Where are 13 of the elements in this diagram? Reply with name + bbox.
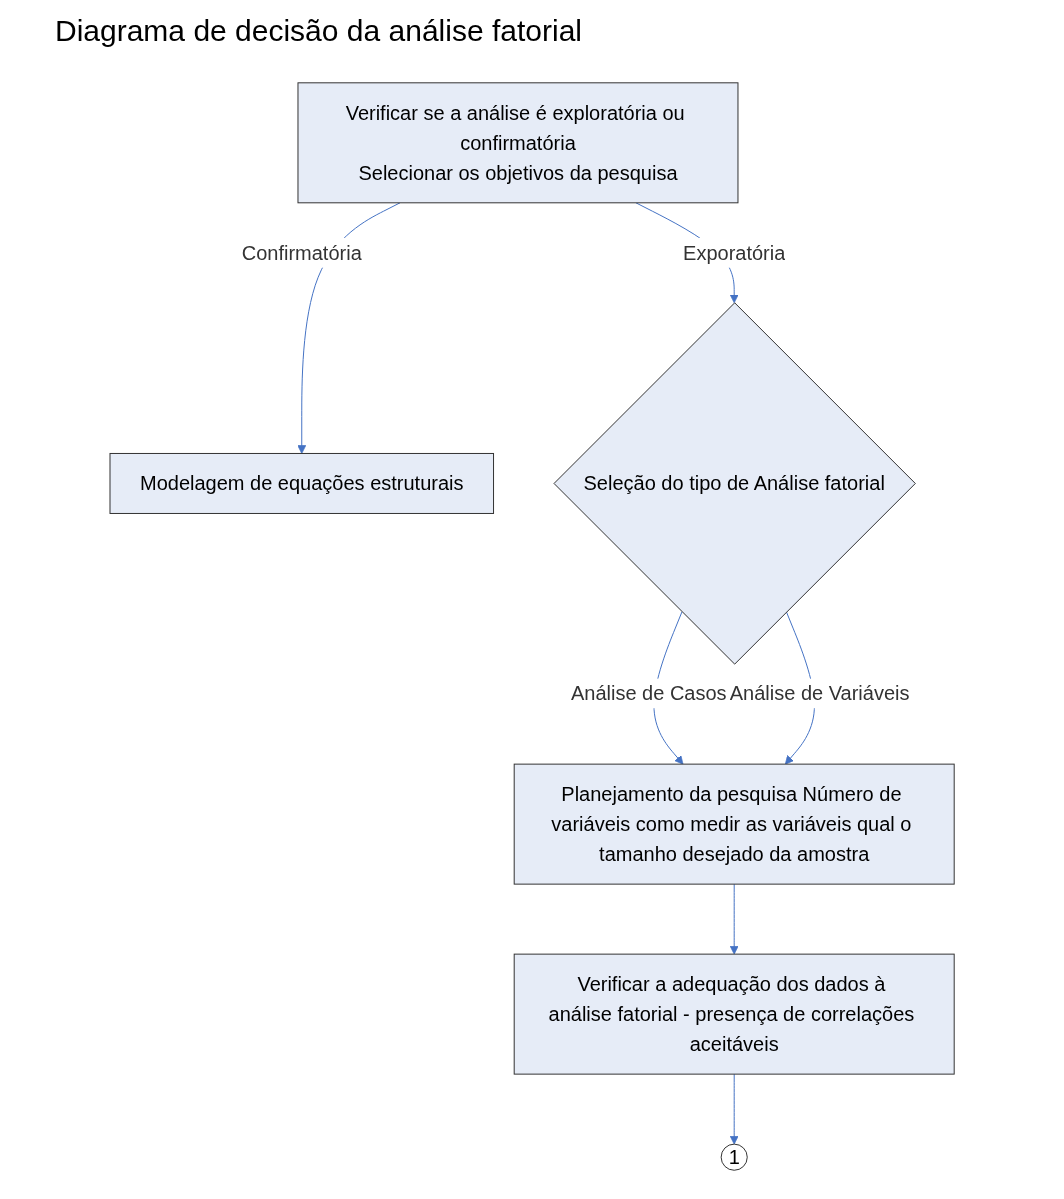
node-box: Verificar a adequação dos dados à análise fatorial - presença de correlações aceitáveis — [513, 953, 955, 1075]
edge-label: Exporatória — [682, 241, 786, 264]
edge-label: Análise de Casos — [570, 682, 727, 705]
diagram-title: Diagrama de decisão da análise fatorial — [55, 14, 582, 48]
arrow — [729, 1073, 739, 1145]
arrow — [729, 883, 739, 955]
edge-label: Análise de Variáveis — [729, 682, 910, 705]
edge-label: Confirmatória — [241, 241, 362, 264]
node-box: Planejamento da pesquisa Número de variáveis como medir as variáveis qual o tamanho desejado da amostra — [513, 763, 955, 885]
node-box: Modelagem de equações estruturais — [109, 452, 494, 514]
node-diamond: Seleção do tipo de Análise fatorial — [553, 302, 916, 665]
node-box: Verificar se a análise é exploratória ou confirmatória Selecionar os objetivos da pesquisa — [297, 82, 739, 204]
node-circle: 1 — [720, 1143, 748, 1171]
